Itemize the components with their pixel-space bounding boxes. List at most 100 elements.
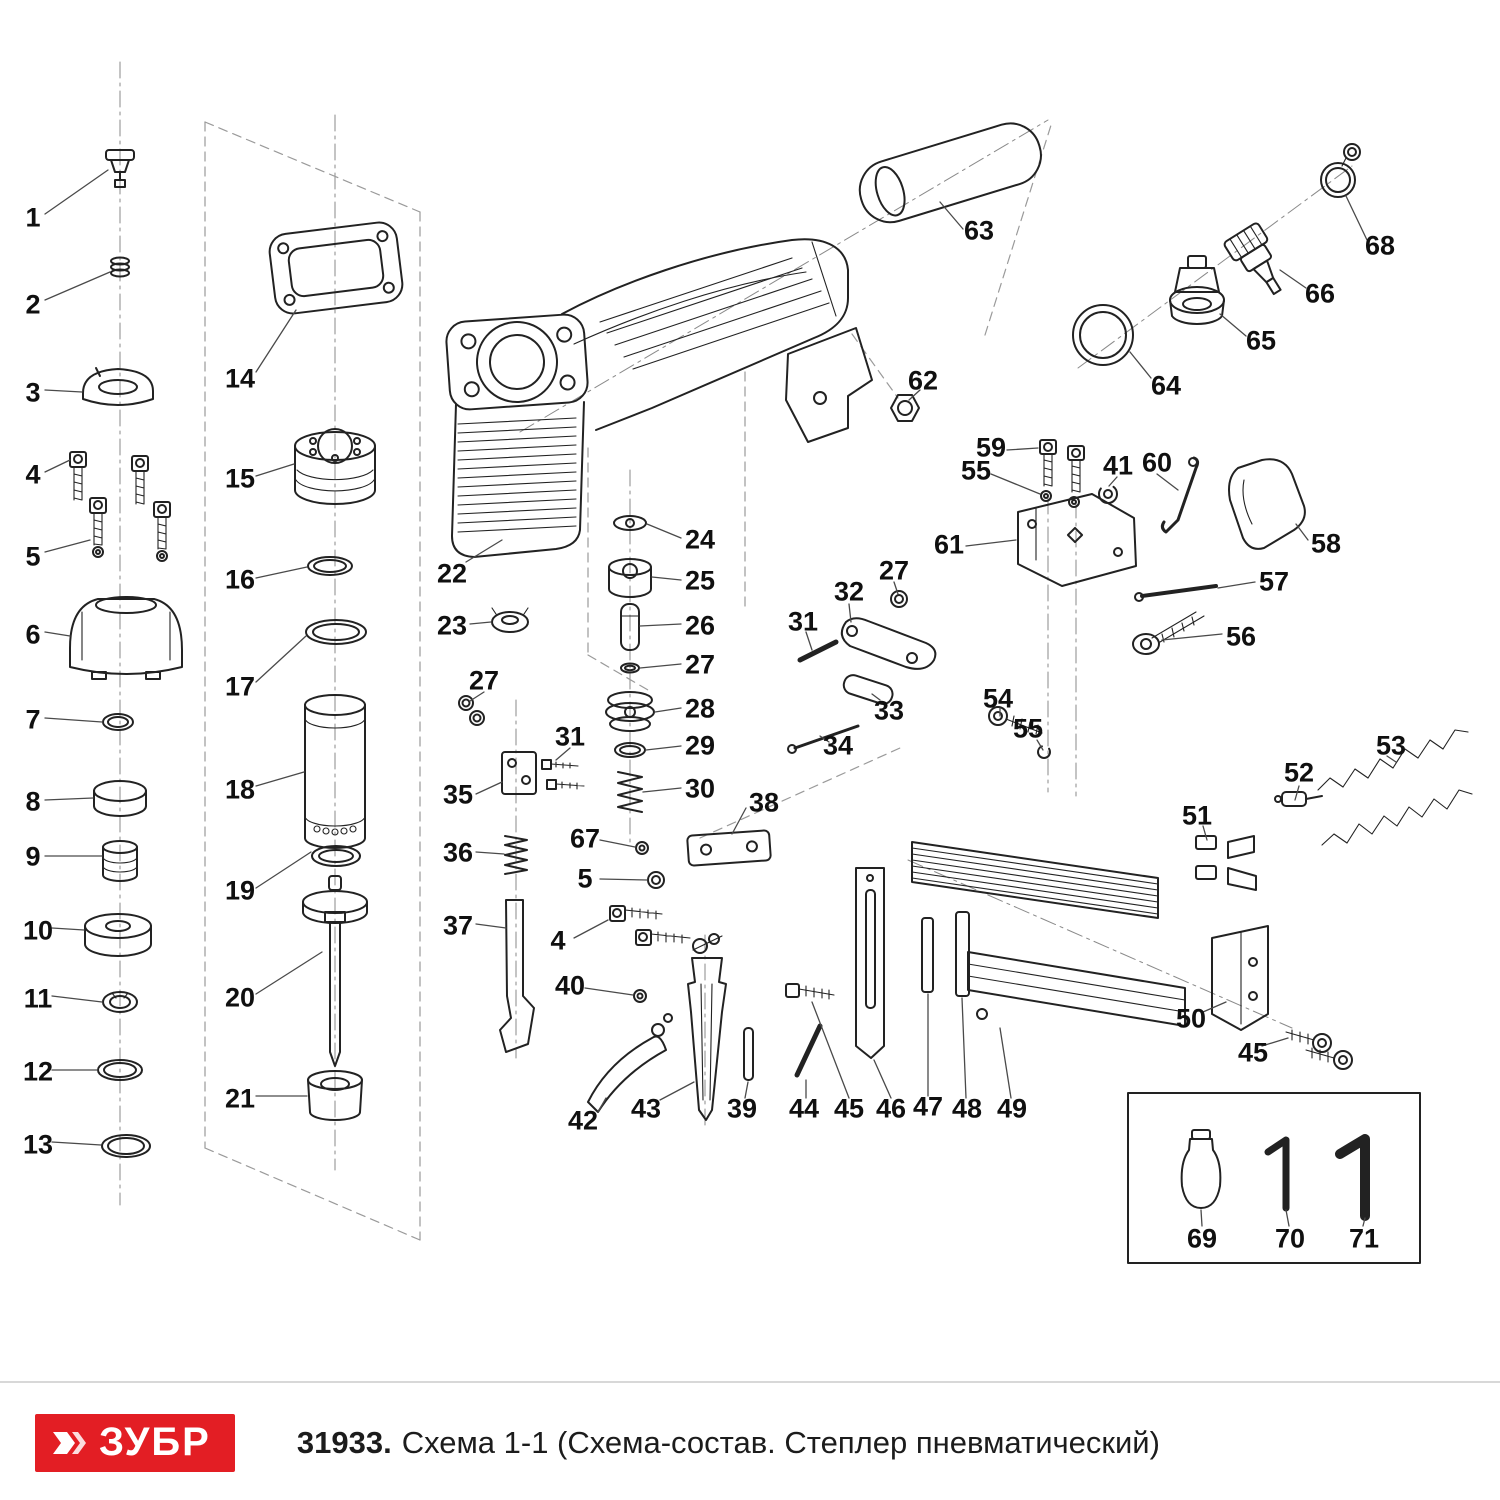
- part-40-ring: [633, 989, 647, 1003]
- part-number-41: 41: [1102, 450, 1134, 481]
- part-25: [608, 558, 652, 598]
- part-number-52: 52: [1283, 757, 1315, 788]
- part-45-screw: [785, 983, 835, 1000]
- part-number-40: 40: [554, 970, 586, 1001]
- part-number-46: 46: [875, 1093, 907, 1124]
- part-27-rings-left: [458, 695, 485, 726]
- part-number-39: 39: [726, 1093, 758, 1124]
- part-43-nose: [687, 933, 727, 1121]
- part-number-63: 63: [963, 215, 995, 246]
- part-number-31: 31: [554, 721, 586, 752]
- part-number-13: 13: [22, 1129, 54, 1160]
- part-number-56: 56: [1225, 621, 1257, 652]
- part-number-27: 27: [468, 665, 500, 696]
- leader-lines: [44, 169, 1397, 1227]
- zubr-arrow-icon: [53, 1431, 86, 1454]
- part-27-ring-right: [890, 590, 908, 608]
- part-32-lever: [840, 617, 937, 670]
- part-1: [105, 149, 135, 188]
- part-65-connector: [1169, 255, 1225, 325]
- part-7: [102, 713, 134, 731]
- part-number-48: 48: [951, 1093, 983, 1124]
- part-number-14: 14: [224, 363, 256, 394]
- part-67-ring: [635, 841, 649, 855]
- part-4-screws: [69, 451, 149, 505]
- part-33-cylinder: [842, 674, 894, 705]
- doc-subtitle: Схема 1-1 (Схема-состав. Степлер пневмат…: [401, 1424, 1160, 1460]
- part-number-11: 11: [23, 983, 53, 1014]
- part-12: [97, 1059, 143, 1081]
- part-number-16: 16: [224, 564, 256, 595]
- part-17: [305, 619, 367, 645]
- part-number-7: 7: [25, 704, 41, 735]
- part-34-rod: [787, 724, 860, 754]
- part-20: [302, 875, 368, 1067]
- part-number-6: 6: [25, 619, 41, 650]
- part-number-68: 68: [1364, 230, 1396, 261]
- part-number-54: 54: [982, 683, 1014, 714]
- part-50-bracket: [1211, 925, 1269, 1031]
- part-number-25: 25: [684, 565, 716, 596]
- part-number-27: 27: [878, 555, 910, 586]
- part-number-5: 5: [577, 863, 593, 894]
- brand-name: ЗУБР: [99, 1420, 211, 1464]
- part-5-screws-washers: [89, 497, 171, 562]
- part-31-pin-right: [797, 639, 839, 663]
- part-11: [102, 991, 138, 1013]
- part-number-21: 21: [224, 1083, 256, 1114]
- part-number-32: 32: [833, 576, 865, 607]
- part-number-69: 69: [1186, 1223, 1218, 1254]
- part-number-1: 1: [25, 202, 41, 233]
- part-15: [294, 428, 376, 505]
- part-number-4: 4: [550, 925, 566, 956]
- part-2: [110, 256, 130, 278]
- part-30-spring: [617, 771, 643, 813]
- part-number-44: 44: [788, 1093, 820, 1124]
- accessories-inset-box: [1127, 1092, 1421, 1264]
- part-45-screws-right: [1285, 1029, 1353, 1070]
- part-68-ring: [1320, 143, 1361, 198]
- part-number-59: 59: [975, 432, 1007, 463]
- part-number-65: 65: [1245, 325, 1277, 356]
- part-54-screw: [988, 706, 1043, 735]
- part-27-oring: [620, 662, 640, 674]
- part-number-34: 34: [822, 730, 854, 761]
- part-3: [82, 367, 154, 406]
- part-38-plate: [686, 829, 772, 867]
- part-number-12: 12: [22, 1056, 54, 1087]
- part-number-43: 43: [630, 1093, 662, 1124]
- part-26: [620, 603, 640, 651]
- part-number-47: 47: [912, 1091, 944, 1122]
- part-61-bracket: [1017, 493, 1137, 587]
- part-58-trigger: [1228, 458, 1306, 550]
- part-8: [93, 780, 147, 817]
- part-42-lever: [587, 1013, 673, 1113]
- part-62-nut: [890, 394, 920, 422]
- part-41-cclip: [1098, 484, 1118, 504]
- part-number-26: 26: [684, 610, 716, 641]
- part-number-61: 61: [933, 529, 965, 560]
- part-number-30: 30: [684, 773, 716, 804]
- doc-number: 31933.: [296, 1424, 392, 1460]
- part-5-washer: [647, 871, 665, 889]
- part-55-splitring: [1037, 745, 1051, 759]
- part-6: [69, 596, 183, 680]
- part-16: [307, 556, 353, 576]
- part-9: [102, 840, 138, 882]
- part-number-66: 66: [1304, 278, 1336, 309]
- exploded-diagram: [44, 61, 1473, 1264]
- part-number-22: 22: [436, 558, 468, 589]
- part-36-spring: [504, 835, 528, 875]
- part-number-45: 45: [1237, 1037, 1269, 1068]
- part-number-37: 37: [442, 910, 474, 941]
- brand-logo: ЗУБР: [35, 1413, 235, 1472]
- part-number-55: 55: [1012, 713, 1044, 744]
- part-number-64: 64: [1150, 370, 1182, 401]
- part-number-67: 67: [569, 823, 601, 854]
- part-number-5: 5: [25, 541, 41, 572]
- part-number-4: 4: [25, 459, 41, 490]
- part-number-62: 62: [907, 365, 939, 396]
- part-number-15: 15: [224, 463, 256, 494]
- part-number-50: 50: [1175, 1003, 1207, 1034]
